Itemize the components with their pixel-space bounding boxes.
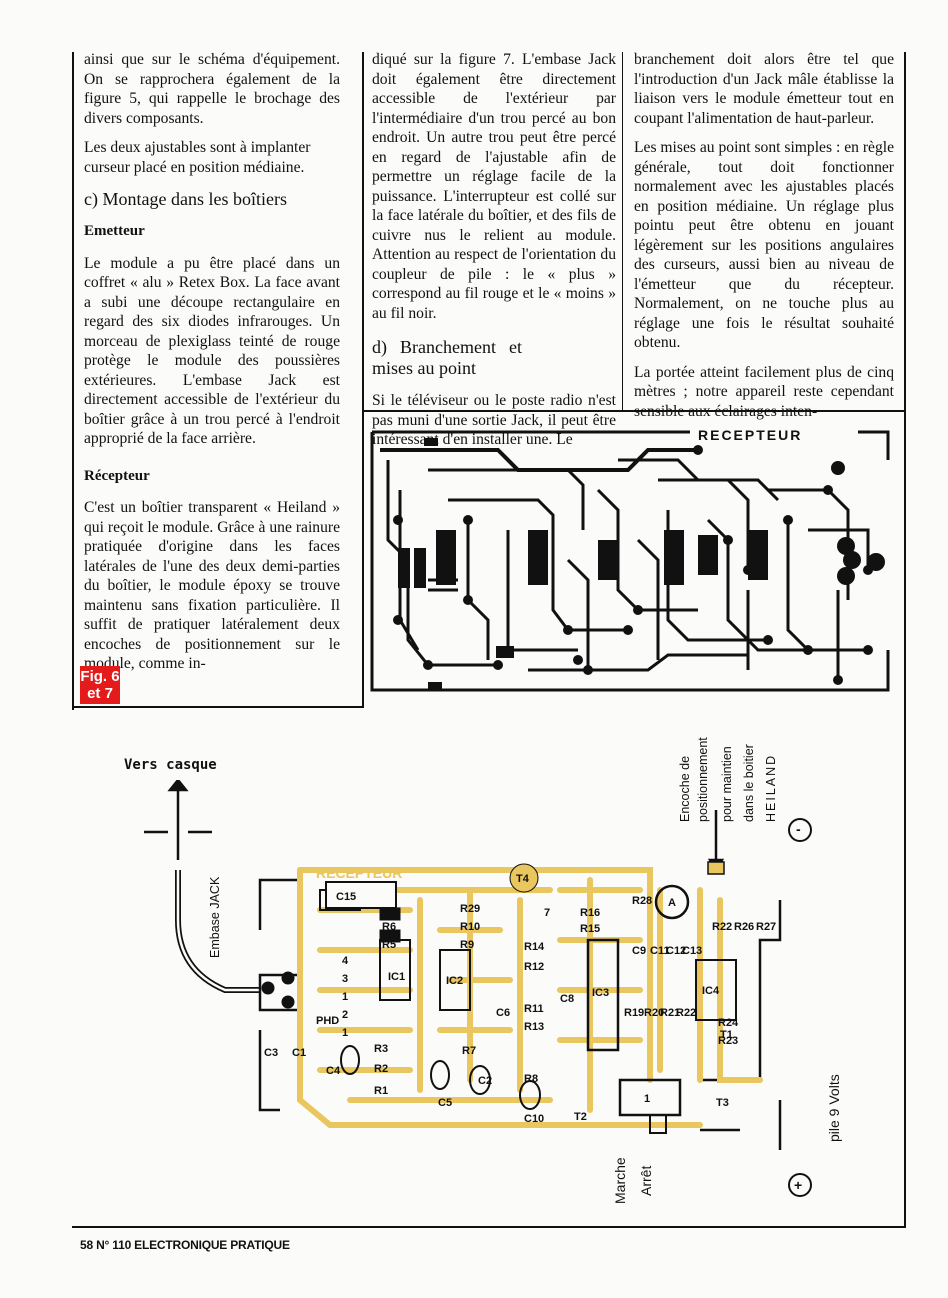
figure-tag-line1: Fig. 6 [80,668,120,685]
label-r3: R3 [374,1043,388,1055]
bottom-rule [72,1226,906,1228]
page-footer: 58 N° 110 ELECTRONIQUE PRATIQUE [80,1238,290,1252]
label-encoche-1: Encoche de [678,755,692,822]
paragraph: C'est un boîtier transparent « Heiland »… [84,499,340,672]
figure-tag-line2: et 7 [87,685,113,702]
column-3: branchement doit alors être tel que l'in… [634,50,894,431]
label-r20: R20 [644,1007,664,1019]
label-r19: R19 [624,1007,644,1019]
label-ic3: IC3 [592,987,609,999]
label-r14: R14 [524,941,545,953]
label-c6: C6 [496,1007,510,1019]
label-r6: R6 [382,921,396,933]
section-heading: c) Montage dans les boîtiers [84,189,287,209]
paragraph: Les mises au point sont simples : en règ… [634,139,894,351]
label-c5: C5 [438,1097,452,1109]
label-seven: 7 [544,907,550,919]
col-rule-2 [622,52,623,412]
label-vers-casque: Vers casque [124,757,217,773]
label-r11: R11 [524,1003,544,1015]
label-r12: R12 [524,961,544,973]
label-c1: C1 [292,1047,306,1059]
label-r5: R5 [382,939,396,951]
paragraph: Les deux ajustables sont à implanter cur… [84,139,311,176]
label-c8: C8 [560,993,574,1005]
paragraph: diqué sur la figure 7. L'embase Jack doi… [372,51,616,322]
label-t4: T4 [516,873,530,885]
label-r13: R13 [524,1021,544,1033]
pin-label: 3 [342,973,348,985]
label-r24: R24 [718,1017,739,1029]
label-r23: R23 [718,1035,738,1047]
label-c2: C2 [478,1075,492,1087]
label-r22: R22 [712,921,732,933]
label-r16: R16 [580,907,600,919]
paragraph: branchement doit alors être tel que l'in… [634,51,894,127]
label-encoche-4: dans le boitier [742,744,756,822]
label-phd: PHD [316,1015,339,1027]
label-r7: R7 [462,1045,476,1057]
label-r9: R9 [460,939,474,951]
label-c13: C13 [682,945,702,957]
label-c11: C11 [650,945,670,957]
label-c15: C15 [336,891,356,903]
label-t3: T3 [716,1097,729,1109]
label-marche: Marche [612,1157,628,1204]
label-ic1: IC1 [388,971,405,983]
label-arret: Arrêt [638,1165,654,1196]
label-encoche-3: pour maintien [720,746,734,822]
label-r8: R8 [524,1073,538,1085]
label-ic4: IC4 [702,985,720,997]
pile-minus: - [796,821,801,837]
subsection-heading: Récepteur [84,467,150,484]
component-layout: C15 RECEPTEUR R6 R5 R29 R10 R9 R16 R28 R… [144,780,812,1197]
text-bottom-rule [362,410,906,412]
pcb-title: RECEPTEUR [698,427,802,443]
fig-rule [72,706,364,708]
paragraph: Si le téléviseur ou le poste radio n'est… [372,392,616,448]
label-ic2: IC2 [446,975,463,987]
figure-tag: Fig. 6 et 7 [80,666,120,704]
label-encoche-2: positionnement [696,737,710,822]
column-2: diqué sur la figure 7. L'embase Jack doi… [372,50,616,460]
label-c3: C3 [264,1047,278,1059]
paragraph: La portée atteint facilement plus de cin… [634,363,894,420]
pin-label: 1 [342,1027,348,1039]
label-r21: R21 [660,1007,680,1019]
label-embase-jack: Embase JACK [208,876,222,958]
paragraph: ainsi que sur le schéma d'équipement. On… [84,51,340,127]
label-r28: R28 [632,895,652,907]
label-r26: R26 [734,921,754,933]
pin-label: 4 [342,955,349,967]
label-encoche-5: HEILAND [764,753,778,822]
label-c12: C12 [666,945,686,957]
pin-label: 1 [342,991,348,1003]
paragraph: Le module a pu être placé dans un coffre… [84,254,340,448]
left-rule [72,52,74,710]
label-t2: T2 [574,1111,587,1123]
label-t1: T1 [720,1029,733,1041]
label-r10: R10 [460,921,480,933]
label-r15: R15 [580,923,600,935]
pile-plus: + [794,1177,802,1193]
label-pile: pile 9 Volts [826,1074,842,1142]
label-a: A [668,897,676,909]
label-c10: C10 [524,1113,544,1125]
column-1: ainsi que sur le schéma d'équipement. On… [84,50,340,684]
pcb-copper-layout: RECEPTEUR [370,424,890,692]
label-r1: R1 [374,1085,388,1097]
label-one: 1 [644,1093,650,1105]
label-c4: C4 [326,1065,341,1077]
label-r29: R29 [460,903,480,915]
section-heading: d) Branchement et mises au point [372,337,522,378]
label-r22b: R22 [676,1007,696,1019]
subsection-heading: Emetteur [84,223,145,239]
col-rule-1 [362,52,364,706]
label-mirror-recepteur: RECEPTEUR [316,865,402,881]
right-rule [904,52,906,1226]
label-c9: C9 [632,945,646,957]
pin-label: 2 [342,1009,348,1021]
label-r27: R27 [756,921,776,933]
label-r2: R2 [374,1063,388,1075]
